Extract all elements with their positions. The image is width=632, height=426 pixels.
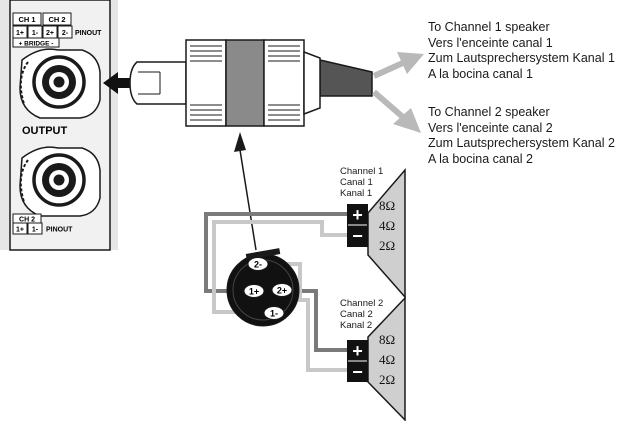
speaker-1-minus-terminal [347,225,368,247]
pinout-table-bottom: CH 2 1+ 1- PINOUT [12,213,73,235]
channel-2-caption-de: Zum Lautsprechersystem Kanal 2 [428,136,615,150]
speaker-1-plus-terminal [347,204,368,225]
ch1-header: CH 1 [18,15,35,24]
amplifier-panel: CH 1 CH 2 1+ 1- 2+ 2- PINOUT + BRIDGE - … [0,0,118,251]
pinout-label-top: PINOUT [75,30,102,37]
speaker-1-label-de: Kanal 1 [340,188,373,199]
ch2-header: CH 2 [48,15,65,24]
output-socket-2[interactable] [19,146,101,217]
channel-2-caption-fr: Vers l'enceinte canal 2 [428,120,553,135]
wire-ch1-minus [212,220,347,314]
speaker-1-label-en: Channel 1 [340,166,384,177]
speaker-1-minus-sign: − [352,226,363,246]
channel-1-caption-de: Zum Lautsprechersystem Kanal 1 [428,51,615,65]
plug-grip-left [185,39,227,127]
speaker-2-impedance-2: 2Ω [379,372,396,387]
speaker-1-plus-sign: + [352,205,363,225]
plug-boot [303,50,321,116]
channel-2-caption: To Channel 2 speaker Vers l'enceinte can… [428,105,615,167]
speaker-2-plus-terminal [347,340,368,361]
plug-face: 2- 1+ 2+ 1- [226,248,300,327]
speaker-2-label-de: Kanal 2 [340,320,373,331]
detail-arrow [234,132,257,251]
channel-1-caption-en: To Channel 1 speaker [428,20,550,34]
output-socket-1[interactable] [19,48,101,119]
pin-2minus [247,257,269,271]
output-label: OUTPUT [22,125,68,137]
speaker-1-impedance-2: 2Ω [379,238,396,253]
channel-1-caption-es: A la bocina canal 1 [428,66,533,81]
speaker-cable [319,59,373,97]
speaker-1-labels: Channel 1 Canal 1 Kanal 1 [340,166,383,199]
speaker-1-impedance-4: 4Ω [379,218,396,233]
pinout-label-bottom: PINOUT [46,227,73,234]
speaker-2-label-en: Channel 2 [340,298,384,309]
pin-2plus-label: 2+ [277,286,287,296]
wire-ch2-minus [262,262,347,372]
channel-2-caption-en: To Channel 2 speaker [428,105,550,119]
pin-label-2plus: 2+ [46,30,54,37]
speaker-2-minus-sign: − [352,362,363,382]
bridge-label: + BRIDGE - [19,41,54,48]
speaker-2-label-fr: Canal 2 [340,309,373,320]
channel-2-caption-es: A la bocina canal 2 [428,151,533,166]
channel-1-arrow [372,52,424,79]
speaker-2-labels: Channel 2 Canal 2 Kanal 2 [340,298,383,331]
channel-1-caption-fr: Vers l'enceinte canal 1 [428,35,553,50]
speaker-2: + − [347,296,406,422]
pin-1plus [243,284,265,298]
channel-1-caption: To Channel 1 speaker Vers l'enceinte can… [428,20,615,82]
speaker-2-impedance-8: 8Ω [379,332,396,347]
speaker-1-impedance-8: 8Ω [379,198,396,213]
speakon-plug [129,39,321,127]
pin-label-2minus: 2- [62,30,69,37]
pin-label-1minus: 1- [32,30,39,37]
pin-1plus-label: 1+ [249,287,259,297]
channel-2-arrow [372,89,421,133]
pin-label-1plus: 1+ [16,30,24,37]
pin-label-bottom-1minus: 1- [32,227,39,234]
pinout-table-top: CH 1 CH 2 1+ 1- 2+ 2- PINOUT + BRIDGE - [12,12,102,48]
ch2-bottom-header: CH 2 [19,217,35,224]
speaker-2-plus-sign: + [352,341,363,361]
speaker-2-impedances: 8Ω 4Ω 2Ω [379,330,395,390]
insert-arrow [103,72,133,94]
pin-2minus-label: 2- [254,260,262,270]
pin-label-bottom-1plus: 1+ [16,227,24,234]
pin-2plus [271,283,293,297]
plug-band [225,39,265,127]
pin-1minus [263,306,285,320]
speaker-2-minus-terminal [347,361,368,382]
speaker-1-label-fr: Canal 1 [340,177,373,188]
speaker-2-impedance-4: 4Ω [379,352,396,367]
speaker-1: + − [347,167,406,299]
wires [204,212,347,372]
speaker-1-impedances: 8Ω 4Ω 2Ω [379,196,395,256]
pin-1minus-label: 1- [270,309,278,319]
plug-grip-right [263,39,305,127]
